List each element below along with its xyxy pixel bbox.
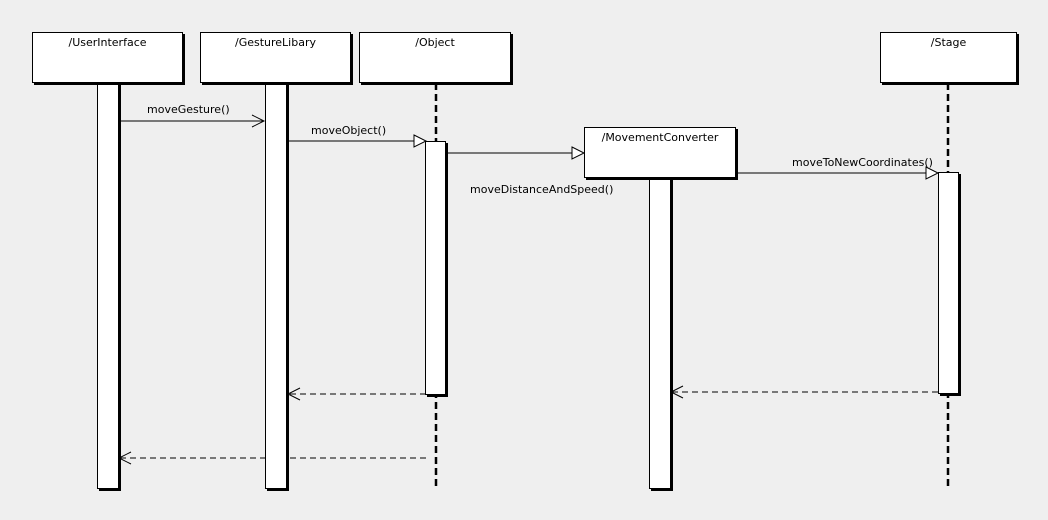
object-box: /Object (359, 32, 511, 83)
stage-activation (938, 172, 959, 394)
move-coordinates-arrowhead (925, 166, 940, 180)
stage-label: /Stage (930, 36, 967, 49)
return-gesture-arrowhead (117, 451, 132, 465)
gesture-library-box: /GestureLibary (200, 32, 351, 83)
movement-converter-activation (649, 178, 671, 489)
user-interface-box: /UserInterface (32, 32, 183, 83)
move-gesture-arrowhead (251, 114, 266, 128)
object-activation (425, 141, 446, 395)
gesture-library-activation (265, 83, 287, 489)
stage-box: /Stage (880, 32, 1017, 83)
movement-converter-box: /MovementConverter (584, 127, 736, 178)
return-object-arrowhead (286, 387, 301, 401)
object-label: /Object (415, 36, 455, 49)
user-interface-activation (97, 83, 119, 489)
movement-converter-label: /MovementConverter (601, 131, 719, 144)
move-distance-arrowhead (571, 146, 586, 160)
move-object-label: moveObject() (311, 124, 387, 137)
move-coordinates-label: moveToNewCoordinates() (792, 156, 933, 169)
move-object-arrowhead (413, 134, 428, 148)
return-stage-arrowhead (669, 385, 684, 399)
move-distance-label: moveDistanceAndSpeed() (470, 183, 614, 196)
gesture-library-label: /GestureLibary (234, 36, 316, 49)
user-interface-label: /UserInterface (68, 36, 147, 49)
move-gesture-label: moveGesture() (147, 103, 230, 116)
